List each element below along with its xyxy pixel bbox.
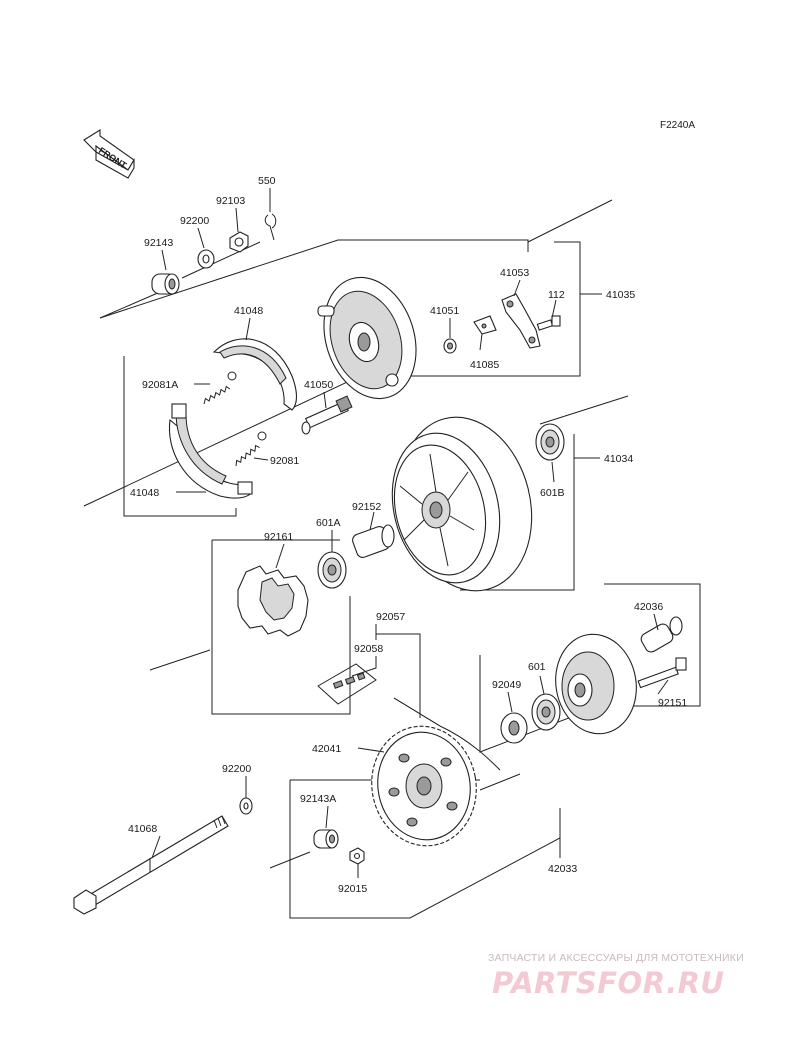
label-550: 550: [258, 175, 276, 187]
label-92152: 92152: [352, 501, 381, 513]
part-brake-shoe-top: [212, 338, 298, 411]
label-601: 601: [528, 661, 546, 673]
label-92161: 92161: [264, 531, 293, 543]
part-92200-bottom: [239, 797, 253, 815]
part-41085: [473, 315, 497, 335]
part-92152: [352, 524, 395, 558]
label-41050: 41050: [304, 379, 333, 391]
part-41051: [443, 338, 457, 354]
label-92143: 92143: [144, 237, 173, 249]
label-92058: 92058: [354, 643, 383, 655]
part-92161: [237, 565, 309, 637]
part-sprocket: [371, 725, 477, 847]
part-labels: 550 92103 92200 92143 41048 41053 112 41…: [128, 175, 687, 895]
part-41050: [301, 395, 353, 435]
label-92200-top: 92200: [180, 215, 209, 227]
part-41068-axle: [73, 815, 229, 915]
part-92200-top: [197, 249, 215, 269]
label-92200-bottom: 92200: [222, 763, 251, 775]
label-92049: 92049: [492, 679, 521, 691]
part-92058-master-link: [317, 663, 377, 705]
label-41053: 41053: [500, 267, 529, 279]
label-92057: 92057: [376, 611, 405, 623]
part-chain: [393, 697, 501, 771]
label-92103: 92103: [216, 195, 245, 207]
part-601B: [535, 423, 565, 461]
part-brake-panel: [317, 276, 417, 400]
part-92151: [637, 657, 687, 689]
label-92081: 92081: [270, 455, 299, 467]
label-92143A: 92143A: [300, 793, 336, 805]
label-42041: 42041: [312, 743, 341, 755]
part-601A: [317, 551, 347, 589]
label-42033: 42033: [548, 863, 577, 875]
label-41048-bottom: 41048: [130, 487, 159, 499]
label-41068: 41068: [128, 823, 157, 835]
part-601: [531, 693, 561, 731]
front-arrow-icon: FRONT: [83, 129, 135, 179]
part-550: [264, 213, 277, 241]
figure-code: F2240A: [660, 120, 696, 131]
part-41053: [501, 293, 541, 349]
leader-lines: [149, 188, 669, 878]
part-92143: [151, 273, 180, 295]
label-42036: 42036: [634, 601, 663, 613]
label-112: 112: [548, 289, 565, 301]
label-601B: 601B: [540, 487, 565, 499]
part-92081A-spring: [203, 371, 237, 405]
label-41034: 41034: [604, 453, 633, 465]
part-92049: [500, 712, 528, 744]
part-92103: [229, 231, 249, 253]
part-112: [536, 315, 561, 331]
part-brake-shoe-bottom: [168, 403, 253, 499]
label-92151: 92151: [658, 697, 687, 709]
part-92143A: [313, 829, 339, 849]
label-41035: 41035: [606, 289, 635, 301]
part-42036: [640, 616, 683, 653]
part-92015: [349, 847, 365, 865]
watermark-caption: ЗАПЧАСТИ И АКСЕССУАРЫ ДЛЯ МОТОТЕХНИКИ: [488, 952, 744, 964]
label-41085: 41085: [470, 359, 499, 371]
label-41048-top: 41048: [234, 305, 263, 317]
label-92081A: 92081A: [142, 379, 178, 391]
label-41051: 41051: [430, 305, 459, 317]
group-outlines: [83, 199, 701, 919]
part-coupling: [555, 633, 637, 735]
part-wheel: [391, 416, 533, 592]
label-92015: 92015: [338, 883, 367, 895]
label-601A: 601A: [316, 517, 341, 529]
part-92081-spring: [235, 431, 267, 467]
watermark-logo: PARTSFOR.RU: [492, 966, 725, 1000]
